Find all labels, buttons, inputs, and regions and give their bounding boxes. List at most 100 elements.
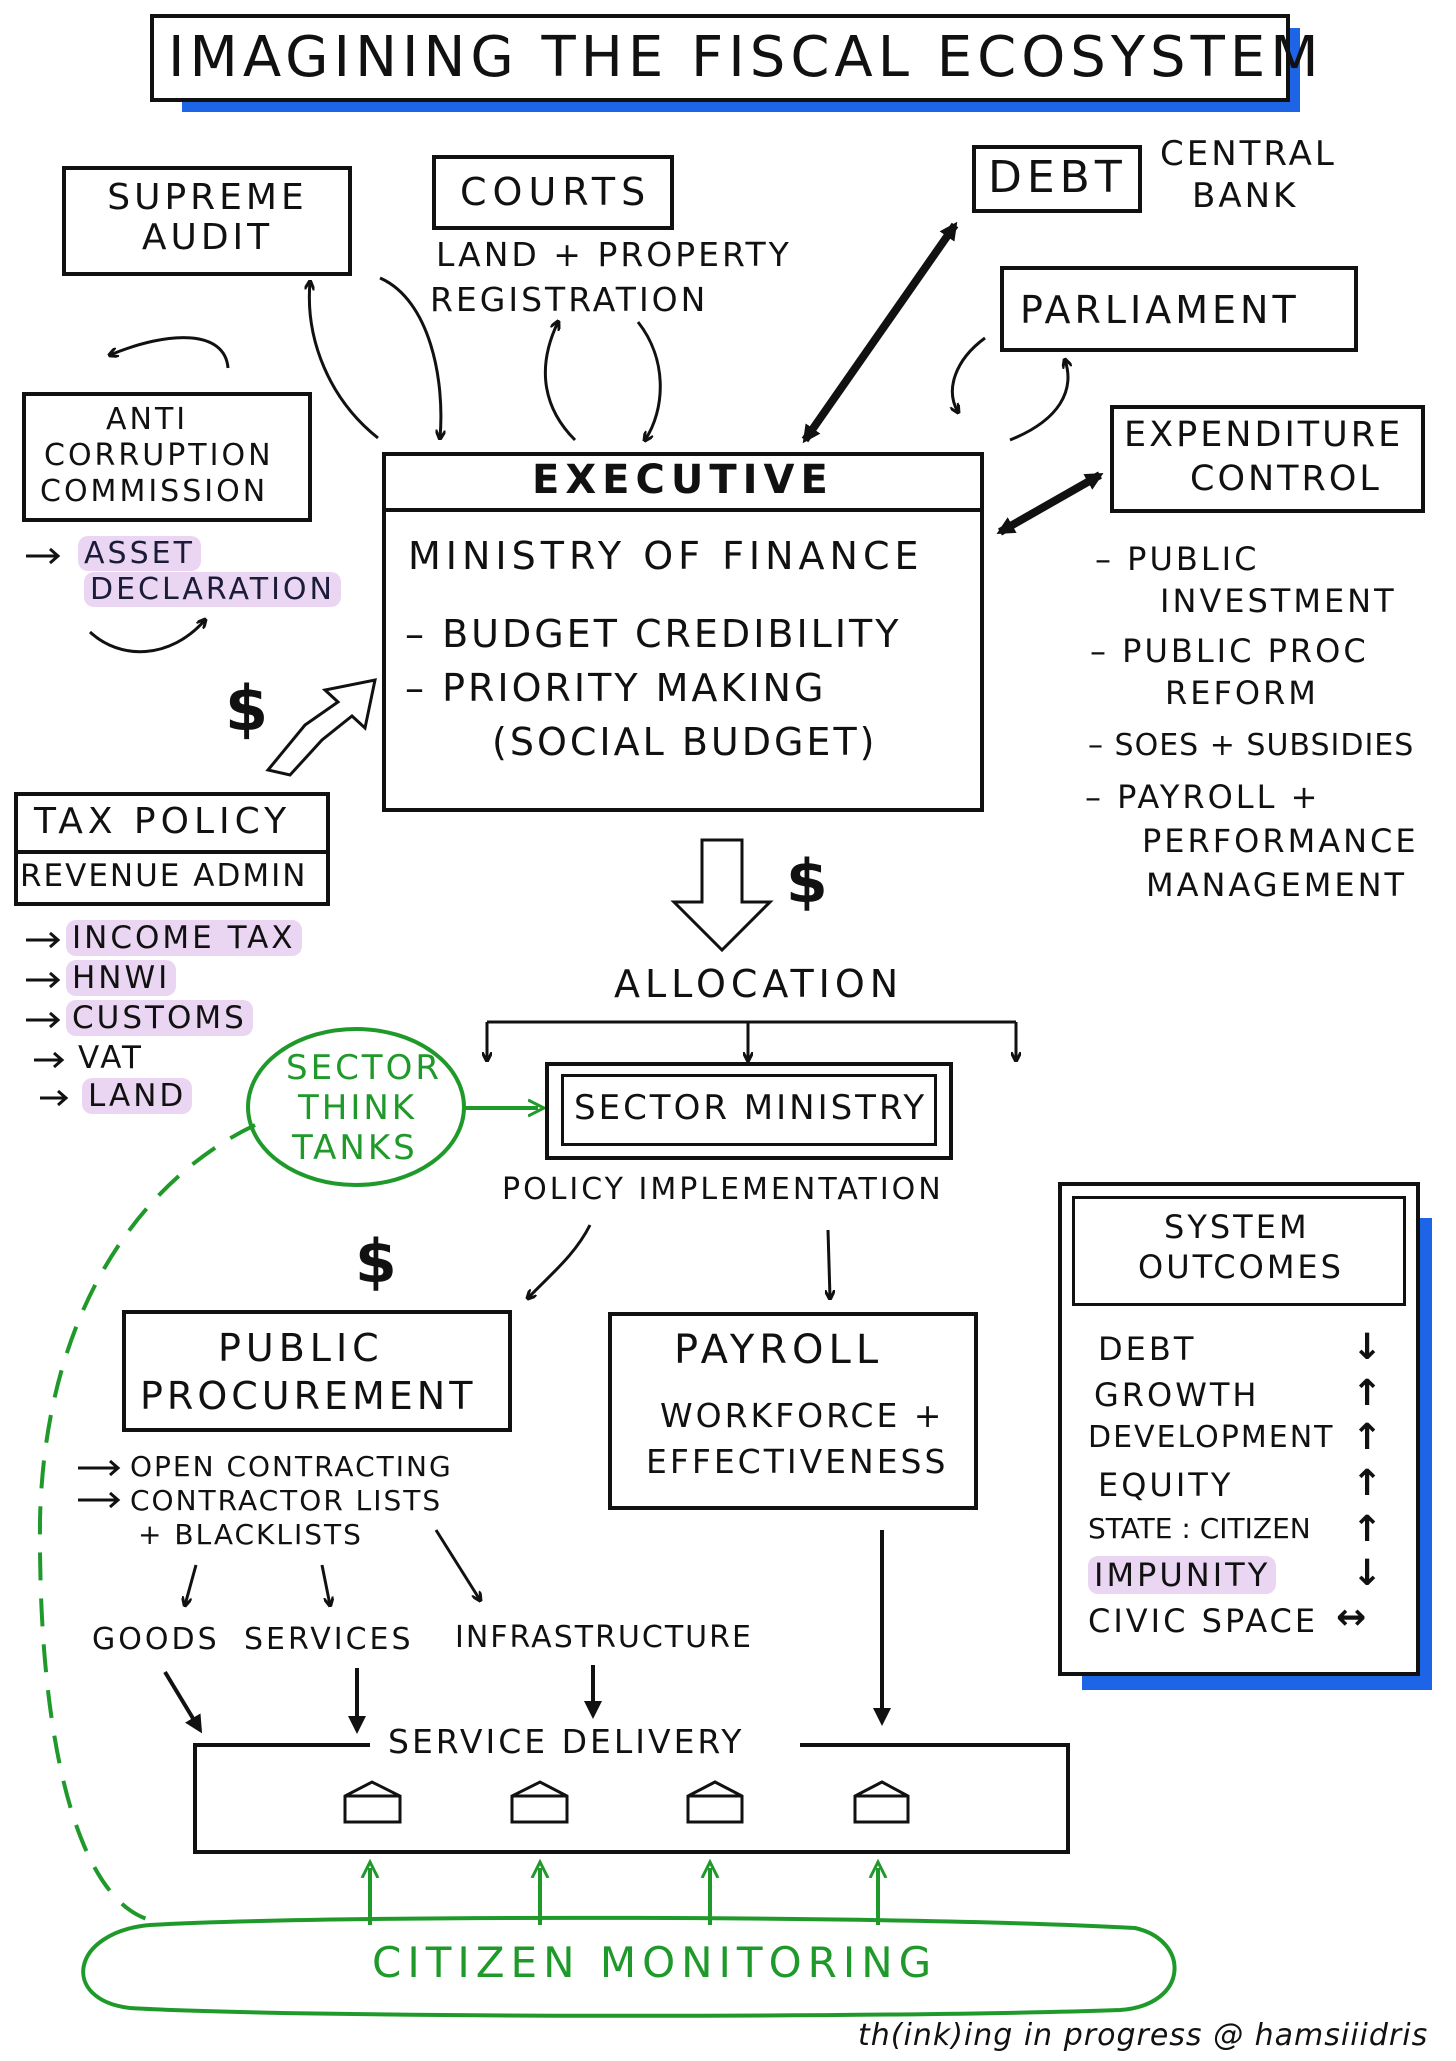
- courts-arrow-down: [636, 321, 662, 440]
- courts-label: COURTS: [460, 170, 652, 214]
- sector-ministry-inner-box: [561, 1074, 937, 1146]
- courts-note-2: REGISTRATION: [430, 280, 709, 319]
- expenditure-control-label-1: EXPENDITURE: [1124, 415, 1404, 455]
- outcome-growth-trend: ↑: [1352, 1373, 1386, 1414]
- debt-box: [972, 145, 1142, 213]
- executive-item-priority-making: – PRIORITY MAKING: [405, 666, 827, 710]
- anti-corruption-label-1: ANTI: [106, 402, 189, 437]
- tax-policy-divider: [14, 850, 330, 854]
- anti-corruption-label-3: COMMISSION: [40, 474, 269, 509]
- expenditure-item-payroll: – PAYROLL +: [1085, 778, 1321, 816]
- tax-executive-hollow-arrow: [265, 678, 377, 777]
- infrastructure-label: INFRASTRUCTURE: [455, 1620, 753, 1655]
- revenue-admin-label: REVENUE ADMIN: [20, 858, 308, 894]
- executive-item-budget-credibility: – BUDGET CREDIBILITY: [405, 612, 902, 656]
- parliament-label: PARLIAMENT: [1020, 288, 1300, 332]
- services-arrow: [320, 1564, 330, 1605]
- goods-arrow: [185, 1564, 198, 1605]
- outcome-development: DEVELOPMENT: [1088, 1420, 1335, 1455]
- audit-arrow-down: [379, 276, 441, 438]
- outcome-impunity: IMPUNITY: [1088, 1556, 1277, 1594]
- public-procurement-box: [122, 1310, 512, 1432]
- expenditure-item-payroll-3: MANAGEMENT: [1146, 866, 1408, 904]
- expenditure-item-public-investment-2: INVESTMENT: [1160, 582, 1397, 620]
- house-icon: [686, 1780, 744, 1824]
- system-outcomes-header-box: [1072, 1196, 1406, 1306]
- implementation-arrow-right: [828, 1229, 830, 1298]
- debt-label: DEBT: [988, 152, 1127, 203]
- expenditure-control-box: [1110, 405, 1425, 513]
- title-box: [150, 14, 1290, 102]
- think-tanks-label-1: SECTOR: [286, 1048, 442, 1088]
- executive-box: [382, 452, 984, 812]
- service-delivery-label: SERVICE DELIVERY: [388, 1722, 745, 1761]
- executive-header: EXECUTIVE: [532, 457, 834, 503]
- outcome-state-citizen: STATE : CITIZEN: [1088, 1512, 1311, 1545]
- expenditure-item-public-proc: – PUBLIC PROC: [1090, 632, 1369, 670]
- goods-to-delivery-arrow: [163, 1670, 203, 1734]
- allocation-label: ALLOCATION: [614, 962, 904, 1006]
- parliament-box: [1000, 266, 1358, 352]
- think-tanks-label-3: TANKS: [292, 1128, 418, 1168]
- dollar-sign-tax: $: [225, 672, 272, 745]
- procurement-item-open-contracting: OPEN CONTRACTING: [130, 1450, 453, 1483]
- tax-item-hnwi: HNWI: [66, 960, 177, 997]
- debt-executive-arrow: [801, 221, 959, 444]
- asset-declaration-arrow: [88, 620, 205, 654]
- outcome-equity: EQUITY: [1098, 1466, 1234, 1504]
- expenditure-item-public-proc-2: REFORM: [1165, 674, 1319, 712]
- tax-item-income-tax: INCOME TAX: [66, 920, 302, 957]
- tax-policy-box: [14, 792, 330, 906]
- payroll-label: PAYROLL: [674, 1327, 884, 1373]
- outcome-growth: GROWTH: [1094, 1376, 1260, 1414]
- citizen-monitoring-blob: [81, 1915, 1177, 2018]
- dollar-sign-allocation: $: [786, 847, 831, 917]
- expenditure-executive-arrow: [996, 471, 1104, 536]
- parliament-arrow-up: [1009, 360, 1068, 442]
- think-tanks-label-2: THINK: [298, 1088, 418, 1128]
- audit-arrow-up: [309, 282, 379, 440]
- asset-declaration-label-2: DECLARATION: [84, 572, 341, 608]
- expenditure-item-public-investment: – PUBLIC: [1095, 540, 1260, 578]
- bullet-arrows: [26, 547, 121, 1509]
- title-blue-shadow: [182, 28, 1300, 112]
- outcome-equity-trend: ↑: [1352, 1463, 1386, 1504]
- system-outcomes-title-1: SYSTEM: [1164, 1208, 1310, 1246]
- house-icon: [853, 1780, 910, 1824]
- courts-box: [432, 155, 674, 230]
- expenditure-control-label-2: CONTROL: [1190, 459, 1382, 499]
- payroll-workforce-label: WORKFORCE +: [660, 1396, 945, 1435]
- sector-ministry-label: SECTOR MINISTRY: [574, 1088, 928, 1128]
- executive-item-social-budget: (SOCIAL BUDGET): [492, 720, 878, 764]
- expenditure-item-soes: – SOES + SUBSIDIES: [1088, 728, 1415, 763]
- citizen-monitoring-label: CITIZEN MONITORING: [372, 1938, 938, 1987]
- author-credit: th(ink)ing in progress @ hamsiiidris: [858, 2018, 1429, 2053]
- infrastructure-arrow: [434, 1529, 480, 1600]
- outcome-impunity-trend: ↓: [1352, 1553, 1386, 1594]
- asset-declaration-label-1: ASSET: [78, 536, 201, 572]
- tax-item-customs: CUSTOMS: [66, 1000, 253, 1037]
- anti-corruption-box: [22, 392, 312, 522]
- supreme-audit-label: SUPREME AUDIT: [107, 177, 308, 258]
- public-procurement-label-1: PUBLIC: [218, 1326, 384, 1370]
- monitoring-dashed-line: [37, 1123, 256, 1922]
- outcome-state-citizen-trend: ↑: [1352, 1509, 1386, 1550]
- executive-divider: [382, 508, 984, 512]
- outcome-debt-trend: ↓: [1352, 1327, 1386, 1368]
- payroll-box: [608, 1312, 978, 1510]
- ministry-of-finance-label: MINISTRY OF FINANCE: [408, 534, 924, 578]
- house-icon: [510, 1780, 569, 1824]
- policy-implementation-label: POLICY IMPLEMENTATION: [502, 1172, 944, 1207]
- tax-policy-label: TAX POLICY: [34, 801, 292, 842]
- goods-label: GOODS: [92, 1622, 220, 1657]
- public-procurement-label-2: PROCUREMENT: [140, 1374, 477, 1418]
- page-title: IMAGINING THE FISCAL ECOSYSTEM: [168, 25, 1324, 90]
- service-delivery-box: [193, 1743, 1070, 1854]
- outcome-development-trend: ↑: [1352, 1417, 1386, 1458]
- tax-item-vat: VAT: [78, 1040, 144, 1076]
- implementation-arrow-left: [528, 1224, 592, 1298]
- anti-corruption-label-2: CORRUPTION: [44, 438, 274, 473]
- courts-note-1: LAND + PROPERTY: [436, 235, 792, 274]
- procurement-item-blacklists: + BLACKLISTS: [138, 1518, 363, 1551]
